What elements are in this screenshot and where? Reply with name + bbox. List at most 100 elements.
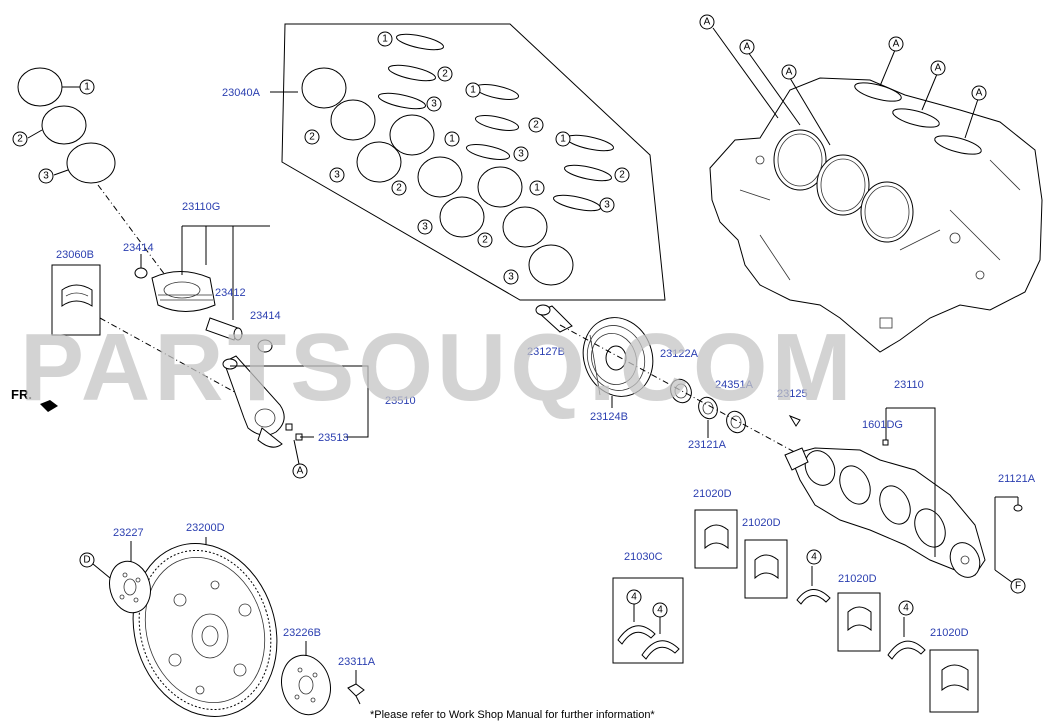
label-23110[interactable]: 23110 [894,379,924,391]
callout-4: 4 [631,592,637,603]
label-24351A[interactable]: 24351A [715,379,754,391]
label-21020D[interactable]: 21020D [838,573,877,585]
pulley-bolt [535,304,573,333]
woodruff-key [788,414,801,427]
label-23414[interactable]: 23414 [123,242,154,254]
callout-3: 3 [508,272,514,283]
label-23124B[interactable]: 23124B [590,411,628,423]
cylinder-block [709,77,1043,353]
callout-A: A [976,88,983,99]
label-23040A[interactable]: 23040A [222,87,261,99]
callout-4: 4 [811,552,817,563]
label-23125[interactable]: 23125 [777,388,808,400]
label-21020D[interactable]: 21020D [930,627,969,639]
label-23311A[interactable]: 23311A [338,656,376,668]
thrust-washer: 4 [796,549,831,605]
label-23412[interactable]: 23412 [215,287,246,299]
sensor-wheel [726,410,746,434]
callout-A: A [786,67,793,78]
label-23121A[interactable]: 23121A [688,439,727,451]
callout-3: 3 [43,171,49,182]
centerline [97,184,166,276]
label-23200D[interactable]: 23200D [186,522,225,534]
label-23227[interactable]: 23227 [113,527,144,539]
callout-1: 1 [84,82,90,93]
ring-set-rings [301,33,615,286]
callout-A: A [893,39,900,50]
callout-2: 2 [396,183,402,194]
main-bearing [754,554,779,580]
callout-3: 3 [422,222,428,233]
main-bearing [704,524,729,550]
label-21030C[interactable]: 21030C [624,551,663,563]
thrust-washer: 4 [887,600,926,660]
front-direction-label: FR. [11,387,32,402]
oil-seal [670,378,692,404]
callout-3: 3 [518,149,524,160]
flywheel [132,543,278,717]
bracket-23510 [230,365,369,438]
label-21121A[interactable]: 21121A [998,473,1036,485]
box-21020D-1 [694,509,738,569]
label-23122A[interactable]: 23122A [660,348,699,360]
callout-2: 2 [442,69,448,80]
callout-D-circle [79,552,95,568]
callout-A-circle [292,463,308,479]
label-23060B[interactable]: 23060B [56,249,94,261]
label-21020D[interactable]: 21020D [742,517,781,529]
reinforcement-plate [281,654,331,716]
callout-1: 1 [560,134,566,145]
main-bearing [941,664,969,692]
callout-A: A [297,466,304,477]
damper-pulley [582,317,654,397]
callout-2: 2 [619,170,625,181]
box-21020D-4 [929,649,979,713]
callout-F-circle [1010,578,1026,594]
watermark: PARTSOUQ.COM [20,314,856,421]
callout-3: 3 [334,170,340,181]
callout-1: 1 [382,34,388,45]
snap-ring [257,339,273,353]
label-23513[interactable]: 23513 [318,432,349,444]
label-23226B[interactable]: 23226B [283,627,321,639]
footnote: *Please refer to Work Shop Manual for fu… [370,709,655,721]
timing-sprocket [698,396,718,420]
callout-2: 2 [482,235,488,246]
block-A-callouts: A A A A A A [699,14,987,146]
conrod-bolts [285,423,303,441]
label-1601DG[interactable]: 1601DG [862,419,903,431]
front-arrow-icon [40,400,58,412]
label-23127B[interactable]: 23127B [527,346,565,358]
label-21020D[interactable]: 21020D [693,488,732,500]
loose-piston-rings: 1 2 3 [12,67,116,184]
dowel-pin [882,439,889,446]
callout-D: D [83,555,90,566]
box-23060B [51,264,101,336]
label-23110G[interactable]: 23110G [182,201,220,213]
callout-1: 1 [534,183,540,194]
box-21020D-2 [744,539,788,599]
callout-4: 4 [903,603,909,614]
connecting-rod [222,355,285,448]
callout-2: 2 [309,132,315,143]
callout-A: A [744,42,751,53]
label-23414[interactable]: 23414 [250,310,281,322]
callout-2: 2 [533,120,539,131]
bracket-23110 [886,407,936,557]
adapter-plate [109,560,151,614]
callout-3: 3 [604,200,610,211]
callout-4: 4 [657,605,663,616]
box-21020D-3 [837,592,881,652]
label-23510[interactable]: 23510 [385,395,416,407]
conrod-bearing [61,284,93,307]
thrust-washer-set: 4 4 [617,589,680,660]
snap-ring [134,267,148,279]
callout-2: 2 [17,134,23,145]
flywheel-bolt [347,683,365,705]
callout-A: A [704,17,711,28]
callout-1: 1 [449,134,455,145]
callout-A: A [935,63,942,74]
main-bearing [847,606,872,632]
